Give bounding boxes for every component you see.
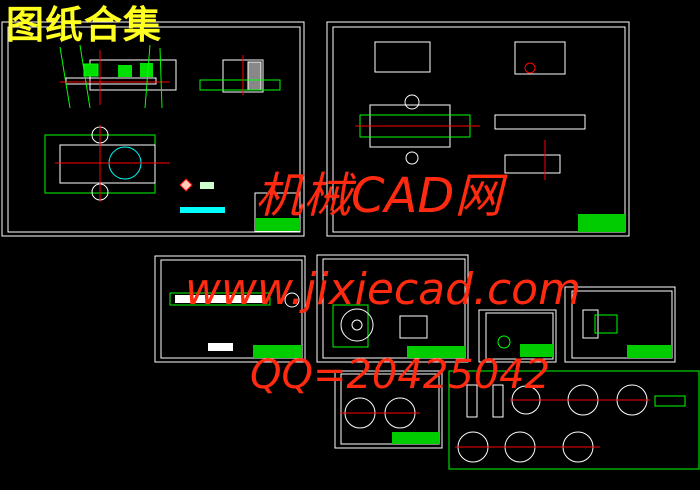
sheet-parts-8 [448,370,700,470]
sheet-assembly-2 [326,21,630,237]
watermark-qq: QQ=20425042 [250,352,551,398]
collection-title: 图纸合集 [6,3,163,47]
sheet-assembly-1 [1,21,305,237]
sheet-part-3 [154,255,306,363]
watermark-url: www.jixiecad.com [185,264,581,315]
watermark-site-name: 机械CAD网 [255,168,503,224]
sheet-part-6 [564,286,676,363]
sheet-part-5 [478,309,557,363]
sheet-part-4 [316,254,469,363]
sheet-part-7 [334,370,443,449]
